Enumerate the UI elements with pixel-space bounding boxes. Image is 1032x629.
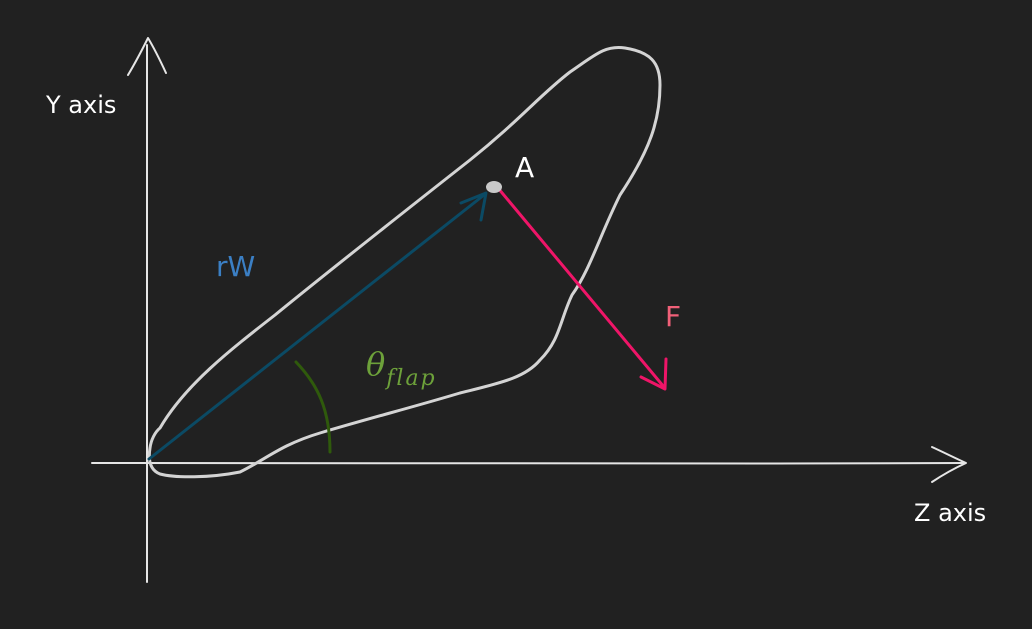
z-axis-label: Z axis [914,499,987,527]
force-vector-arrowhead [639,357,668,391]
body-outline [147,45,662,479]
angle-subscript: flap [386,366,437,391]
y-axis [127,37,167,583]
angle-symbol: θ [366,345,386,383]
z-axis [91,446,967,483]
position-vector-rw [147,191,488,461]
force-label: F [665,300,682,333]
position-vector-label: rW [216,250,256,283]
y-axis-label: Y axis [46,91,117,119]
force-vector-f [496,186,668,391]
angle-arc [294,360,332,454]
point-a-dot [486,181,502,193]
point-a-label: A [515,151,535,184]
z-axis-arrowhead [931,446,967,483]
position-vector-arrowhead [459,191,488,222]
angle-label: θflap [366,345,436,390]
y-axis-arrowhead [127,37,167,76]
